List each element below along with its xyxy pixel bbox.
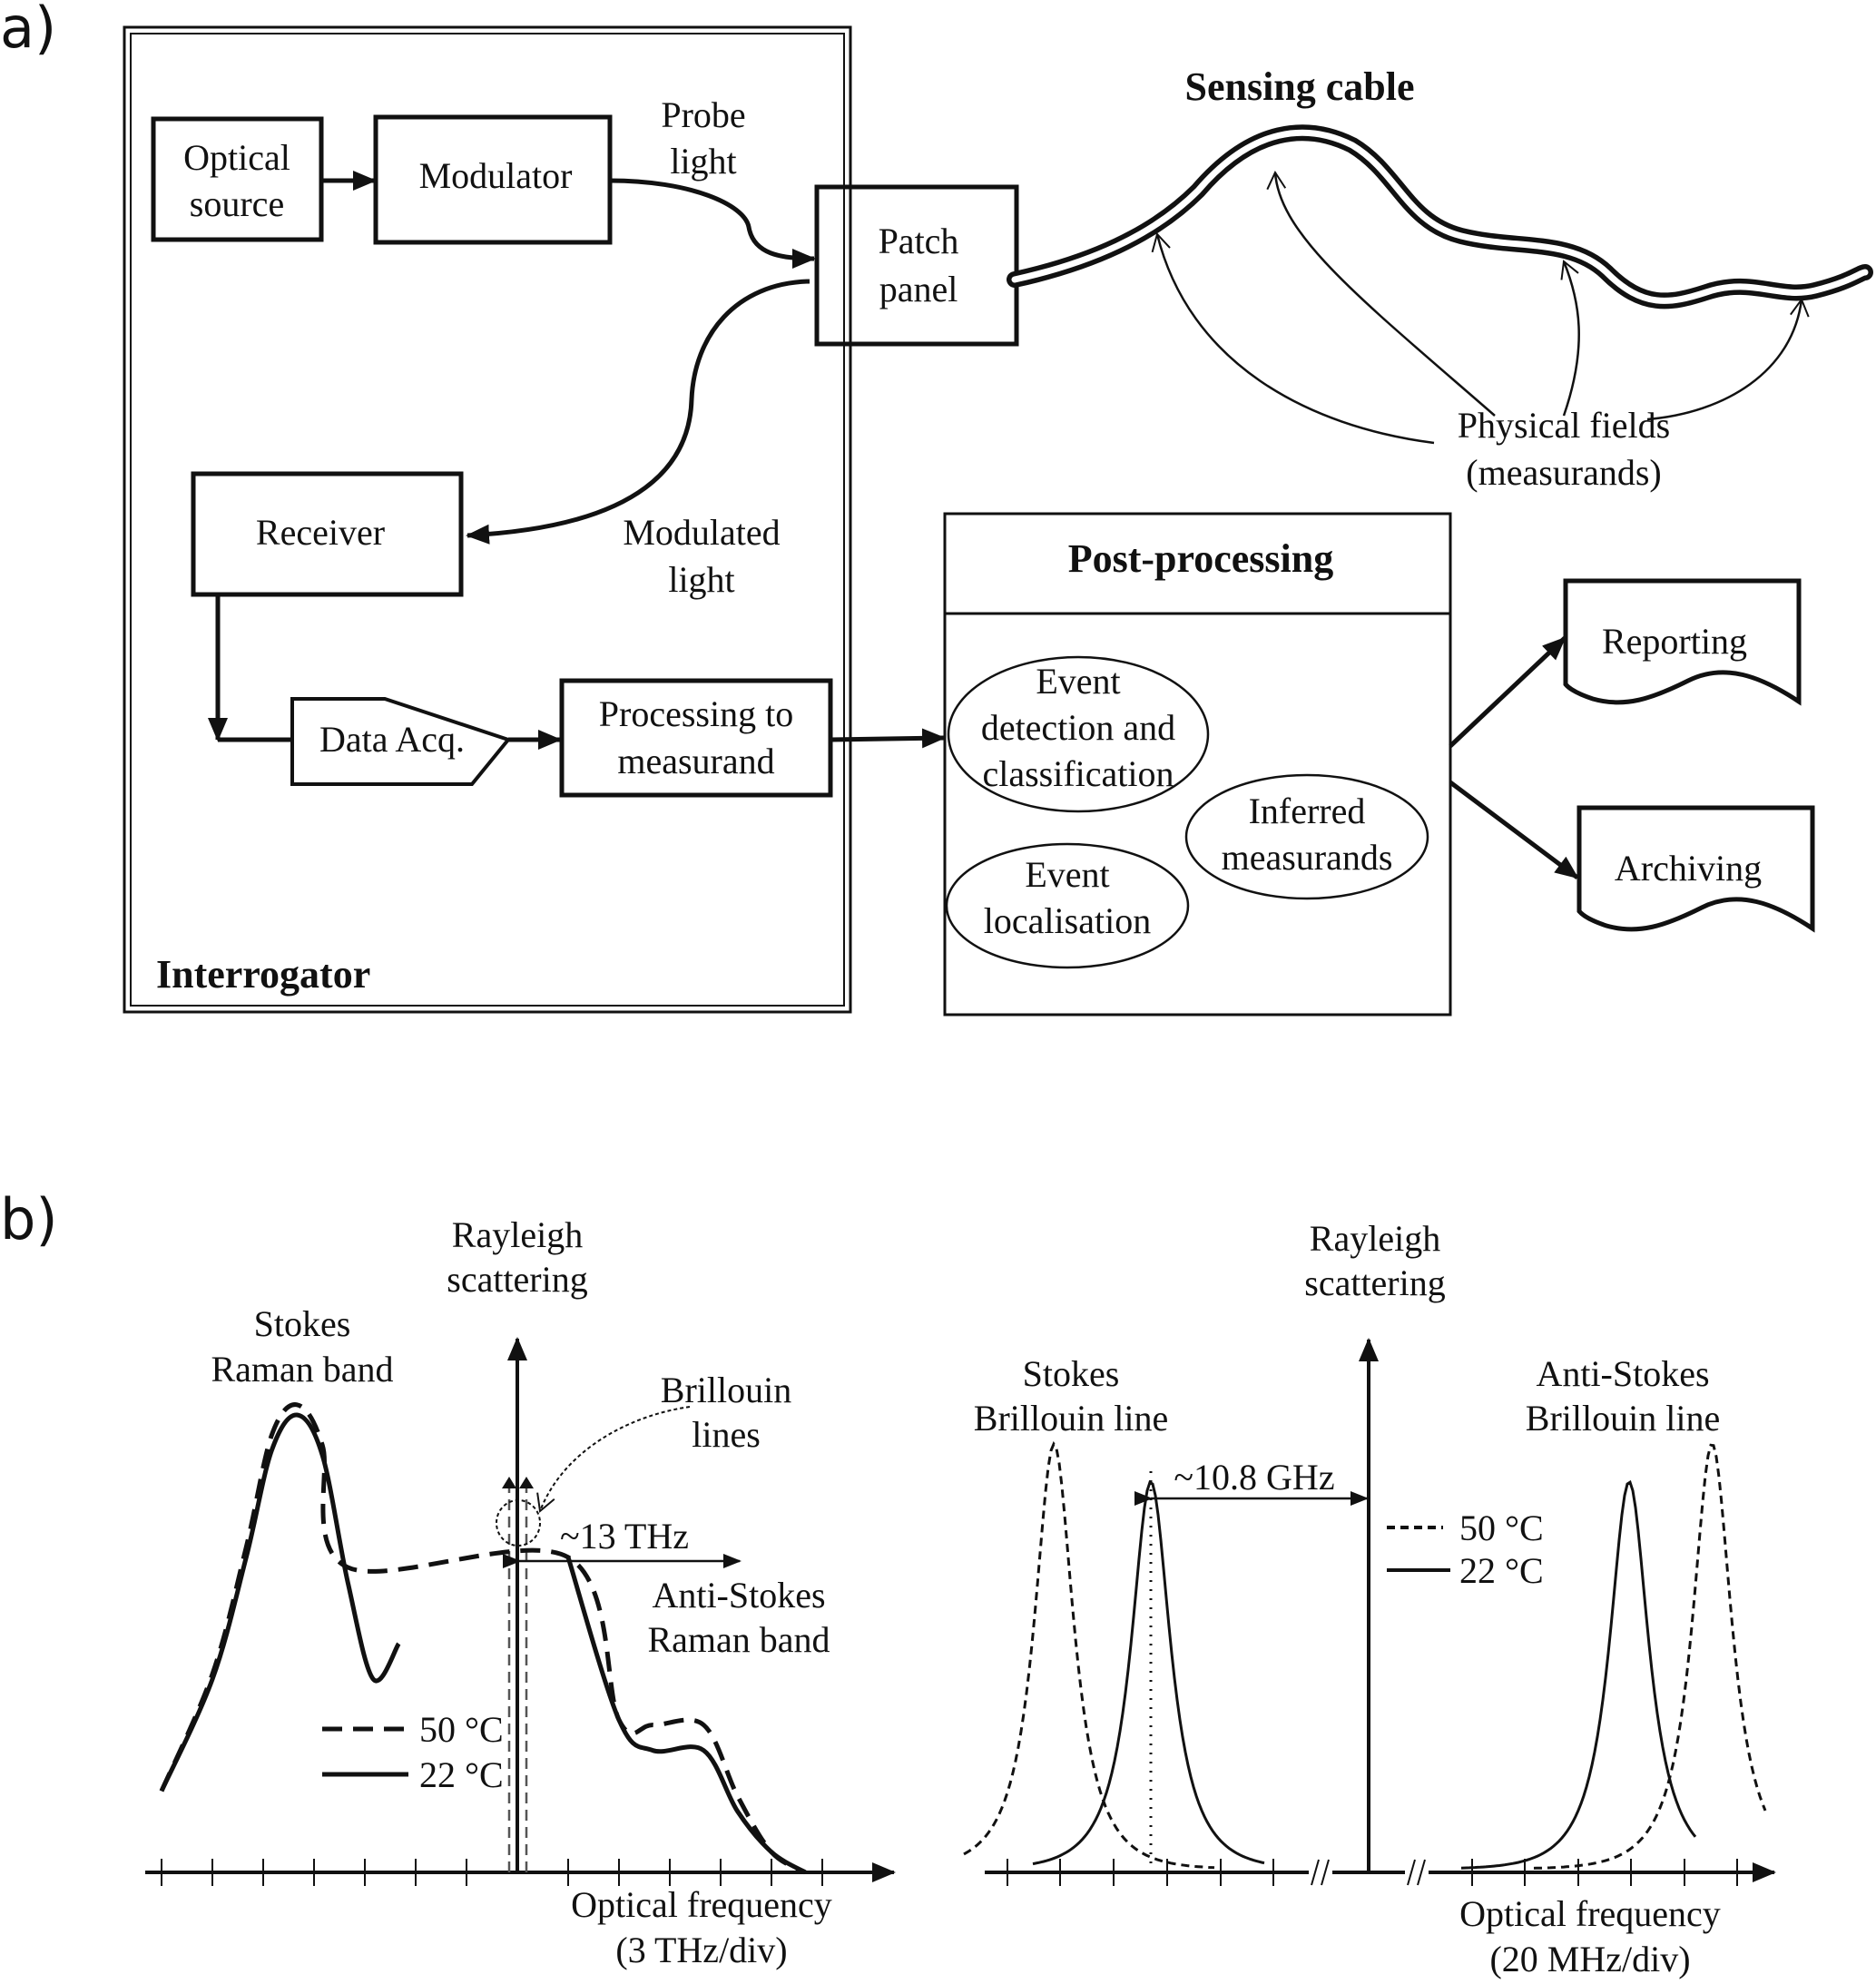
receiver-block[interactable]: Receiver xyxy=(191,471,464,597)
optical-source-block[interactable]: Optical source xyxy=(151,116,324,242)
event-detection-node[interactable]: Event detection and classification xyxy=(947,655,1210,813)
raman-rayleigh-label-1: Rayleigh xyxy=(452,1214,583,1255)
brillouin-lines-label-2: lines xyxy=(692,1414,761,1455)
raman-ticks xyxy=(161,1859,823,1886)
archiving-block[interactable]: Archiving xyxy=(1576,805,1815,933)
brillouin-lines-highlight xyxy=(496,1499,541,1547)
antistokes-raman-label-2: Raman band xyxy=(647,1619,830,1660)
panel-a-label: a) xyxy=(0,0,56,61)
processing-label-1: Processing to xyxy=(599,693,793,734)
antistokes-brillouin-curve-50c xyxy=(1533,1443,1767,1870)
brillouin-xlabel-1: Optical frequency xyxy=(1459,1893,1721,1934)
axis-break-right xyxy=(1407,1859,1426,1886)
physical-field-arrows xyxy=(1151,170,1810,445)
modulated-light-arrow xyxy=(466,279,810,545)
physical-fields-label-1: Physical fields xyxy=(1458,405,1670,446)
stokes-raman-label-1: Stokes xyxy=(254,1303,351,1344)
antistokes-brillouin-label-1: Anti-Stokes xyxy=(1536,1353,1709,1394)
brillouin-legend-50c-label: 50 °C xyxy=(1459,1508,1544,1548)
archiving-label: Archiving xyxy=(1615,848,1762,889)
raman-chart xyxy=(145,1337,896,1886)
arrow-to-post-processing xyxy=(830,728,946,749)
arrow-to-archiving xyxy=(1449,781,1579,879)
reporting-block[interactable]: Reporting xyxy=(1563,578,1802,706)
event-detection-label-2: detection and xyxy=(981,707,1175,748)
stokes-raman-label-2: Raman band xyxy=(211,1349,393,1390)
patch-panel-block[interactable]: Patch panel xyxy=(814,184,1019,347)
modulator-block[interactable]: Modulator xyxy=(373,114,613,245)
modulator-label: Modulator xyxy=(419,155,573,196)
physical-fields-label-2: (measurands) xyxy=(1466,452,1661,493)
raman-shift-label: ~13 THz xyxy=(560,1516,689,1557)
stokes-brillouin-curve-50c xyxy=(963,1440,1215,1870)
axis-break-left xyxy=(1311,1859,1330,1886)
probe-light-label-2: light xyxy=(670,141,736,182)
data-acq-block[interactable]: Data Acq. xyxy=(290,697,512,786)
receiver-label: Receiver xyxy=(256,512,385,553)
raman-curve-50c xyxy=(159,1402,807,1875)
raman-antistokes-curve-22c xyxy=(565,1557,807,1875)
raman-curve-22c xyxy=(159,1412,401,1792)
modulated-light-label-1: Modulated xyxy=(623,512,780,553)
brillouin-lines-pointer xyxy=(536,1406,691,1513)
brillouin-rayleigh-label-1: Rayleigh xyxy=(1310,1218,1440,1259)
antistokes-brillouin-curve-22c xyxy=(1460,1479,1697,1870)
raman-rayleigh-label-2: scattering xyxy=(447,1259,588,1300)
raman-legend-22c-label: 22 °C xyxy=(419,1754,504,1795)
event-localisation-node[interactable]: Event localisation xyxy=(945,842,1190,969)
inferred-measurands-label-1: Inferred xyxy=(1249,791,1366,831)
processing-label-2: measurand xyxy=(617,741,774,781)
brillouin-shift-label: ~10.8 GHz xyxy=(1174,1457,1334,1498)
event-detection-label-3: classification xyxy=(982,753,1174,794)
modulated-light-label-2: light xyxy=(668,559,734,600)
antistokes-raman-label-1: Anti-Stokes xyxy=(652,1575,825,1616)
probe-light-arrow xyxy=(609,178,816,269)
patch-panel-label-1: Patch xyxy=(879,221,959,261)
stokes-brillouin-label-2: Brillouin line xyxy=(974,1398,1168,1439)
event-detection-label-1: Event xyxy=(1036,661,1120,702)
brillouin-rayleigh-label-2: scattering xyxy=(1304,1262,1446,1303)
raman-xlabel-1: Optical frequency xyxy=(571,1884,832,1925)
patch-panel-label-2: panel xyxy=(879,269,958,309)
reporting-label: Reporting xyxy=(1602,621,1747,662)
event-localisation-label-1: Event xyxy=(1025,854,1109,895)
inferred-measurands-label-2: measurands xyxy=(1222,837,1393,878)
brillouin-stokes-arrowhead xyxy=(502,1477,516,1488)
brillouin-antistokes-arrowhead xyxy=(519,1477,534,1488)
brillouin-chart xyxy=(963,1338,1776,1886)
stokes-brillouin-label-1: Stokes xyxy=(1023,1353,1120,1394)
brillouin-ticks xyxy=(1007,1859,1738,1886)
interrogator-frame xyxy=(123,25,852,1014)
optical-source-label-2: source xyxy=(190,183,284,224)
raman-legend-50c-label: 50 °C xyxy=(419,1709,504,1750)
event-localisation-label-2: localisation xyxy=(984,900,1151,941)
brillouin-legend-22c-label: 22 °C xyxy=(1459,1550,1544,1591)
brillouin-lines-label-1: Brillouin xyxy=(661,1370,791,1410)
raman-xlabel-2: (3 THz/div) xyxy=(615,1930,787,1970)
antistokes-brillouin-label-2: Brillouin line xyxy=(1526,1398,1720,1439)
post-processing-title: Post-processing xyxy=(1068,536,1334,581)
probe-light-label-1: Probe xyxy=(661,94,745,135)
panel-b-label: b) xyxy=(0,1186,58,1252)
brillouin-xlabel-2: (20 MHz/div) xyxy=(1489,1939,1690,1979)
data-acq-label: Data Acq. xyxy=(319,719,465,760)
stokes-brillouin-curve-22c xyxy=(1032,1479,1265,1866)
arrow-to-reporting xyxy=(1449,636,1567,748)
processing-block[interactable]: Processing to measurand xyxy=(559,678,833,798)
sensing-cable-title: Sensing cable xyxy=(1184,64,1414,109)
sensing-cable xyxy=(1007,124,1873,309)
optical-source-label-1: Optical xyxy=(183,137,290,178)
inferred-measurands-node[interactable]: Inferred measurands xyxy=(1184,773,1429,900)
interrogator-title: Interrogator xyxy=(156,952,370,997)
